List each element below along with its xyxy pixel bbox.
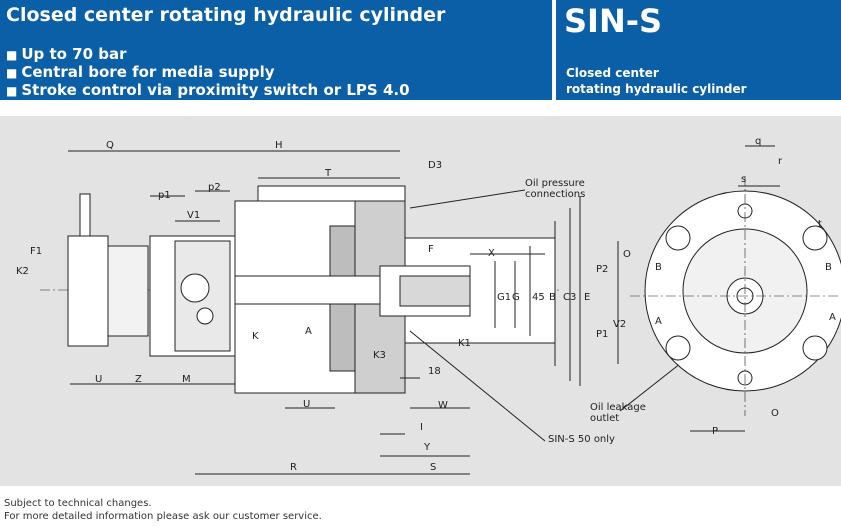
dim-label: s <box>741 174 747 185</box>
dim-label: O <box>623 249 631 260</box>
dim-label: H <box>275 140 283 151</box>
dim-label: K3 <box>373 350 386 361</box>
dim-label: F <box>428 244 434 255</box>
feature-list: Up to 70 bar Central bore for media supp… <box>6 46 410 100</box>
dim-label: S <box>430 462 437 473</box>
dim-label: M <box>182 374 191 385</box>
feature-item: Central bore for media supply <box>6 64 410 82</box>
dim-label: r <box>778 156 783 167</box>
dim-label: 18 <box>428 366 441 377</box>
dim-label: p2 <box>208 182 221 193</box>
subtitle-line: rotating hydraulic cylinder <box>566 82 747 96</box>
dim-label: G <box>512 292 520 303</box>
page-title: Closed center rotating hydraulic cylinde… <box>6 4 446 26</box>
header-code-panel: SIN-S Closed center rotating hydraulic c… <box>556 0 841 100</box>
dim-label: B <box>549 292 556 303</box>
dim-label: U <box>303 399 311 410</box>
dim-label: U <box>95 374 103 385</box>
subtitle-line: Closed center <box>566 66 659 80</box>
dim-label: X <box>488 248 495 259</box>
sin-s-50-callout: SIN-S 50 only <box>548 434 615 445</box>
feature-item: Up to 70 bar <box>6 46 410 64</box>
feature-item: Stroke control via proximity switch or L… <box>6 82 409 100</box>
dim-label: D3 <box>428 160 443 171</box>
header-title-panel: Closed center rotating hydraulic cylinde… <box>0 0 552 100</box>
dim-label: Q <box>106 140 114 151</box>
footer-line: Subject to technical changes. <box>4 498 152 509</box>
dim-label: Z <box>135 374 142 385</box>
dim-label: P1 <box>596 329 609 340</box>
dim-label: A <box>305 326 312 337</box>
dim-label: P2 <box>596 264 609 275</box>
technical-drawing: Oil pressure connections Oil leakage out… <box>0 116 841 486</box>
dim-label: q <box>755 136 762 147</box>
dim-label: Y <box>424 442 431 453</box>
dim-label: t <box>818 219 822 230</box>
dim-label: V1 <box>187 210 201 221</box>
page-header: Closed center rotating hydraulic cylinde… <box>0 0 841 100</box>
dim-label: O <box>771 408 779 419</box>
dim-label: p1 <box>158 190 171 201</box>
dim-label: P <box>712 426 719 437</box>
dim-label: K1 <box>458 338 471 349</box>
dim-label: K <box>252 331 259 342</box>
dim-label: W <box>438 400 448 411</box>
dim-label: G1 <box>497 292 512 303</box>
dim-label: A <box>655 316 662 327</box>
dim-label: I <box>420 422 423 433</box>
dim-label: B <box>655 262 662 273</box>
drawing-svg <box>40 145 841 475</box>
dim-label: C3 <box>563 292 577 303</box>
dim-label: A <box>829 312 836 323</box>
dim-label: R <box>290 462 297 473</box>
oil-pressure-callout: connections <box>525 189 586 200</box>
dim-label: F1 <box>30 246 43 257</box>
product-subtitle: Closed center rotating hydraulic cylinde… <box>566 65 747 97</box>
footer-note: Subject to technical changes. For more d… <box>4 497 322 523</box>
dim-label: E <box>584 292 591 303</box>
dim-label: B <box>825 262 832 273</box>
dim-label: K2 <box>16 266 29 277</box>
product-code: SIN-S <box>564 2 663 40</box>
dim-label: 45 <box>532 292 545 303</box>
dim-label: T <box>325 168 332 179</box>
oil-leakage-callout: outlet <box>590 413 620 424</box>
oil-leakage-callout: Oil leakage <box>590 402 646 413</box>
footer-line: For more detailed information please ask… <box>4 511 322 522</box>
dim-label: V2 <box>613 319 627 330</box>
oil-pressure-callout: Oil pressure <box>525 178 585 189</box>
